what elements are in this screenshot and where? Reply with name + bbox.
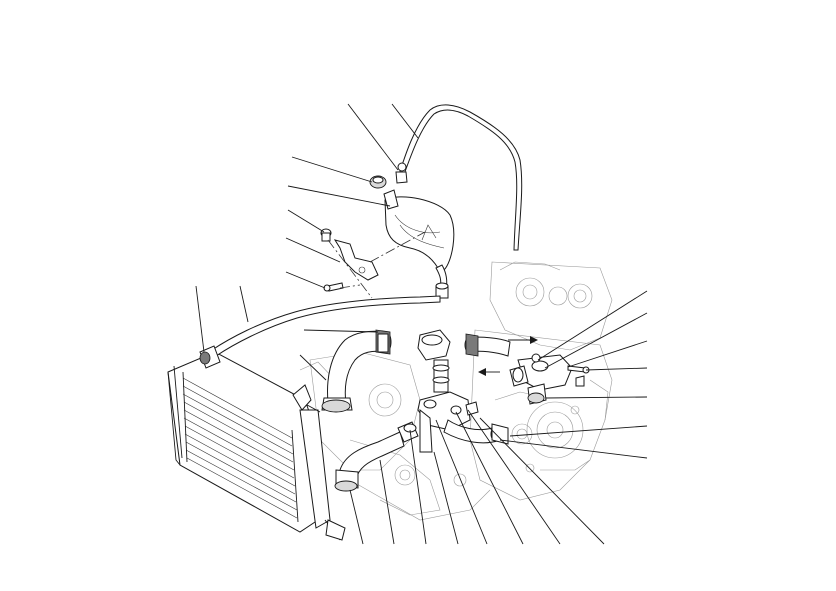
alignment-line bbox=[339, 284, 361, 289]
radiator-breather-hose bbox=[199, 295, 441, 369]
radiator-lower-hose bbox=[334, 421, 419, 492]
overflow-hose bbox=[395, 104, 523, 251]
leader-lines-bottom bbox=[349, 409, 605, 545]
leader-lines-left bbox=[195, 156, 391, 381]
radiator bbox=[167, 351, 346, 541]
thermostat-junction bbox=[417, 329, 509, 453]
radiator-fins bbox=[182, 377, 298, 519]
expansion-tank bbox=[369, 175, 455, 271]
water-pump bbox=[509, 353, 590, 405]
alignment-line bbox=[327, 239, 373, 299]
alignment-line bbox=[369, 231, 426, 263]
radiator-upper-hose bbox=[321, 329, 392, 413]
leader-lines-right bbox=[499, 290, 648, 459]
leader-lines-top bbox=[347, 103, 419, 171]
tank-outlet-hose bbox=[435, 264, 449, 299]
pump-hose bbox=[464, 333, 511, 357]
flow-arrows bbox=[478, 336, 538, 376]
tank-bracket bbox=[320, 228, 379, 292]
engine-block bbox=[469, 261, 613, 501]
